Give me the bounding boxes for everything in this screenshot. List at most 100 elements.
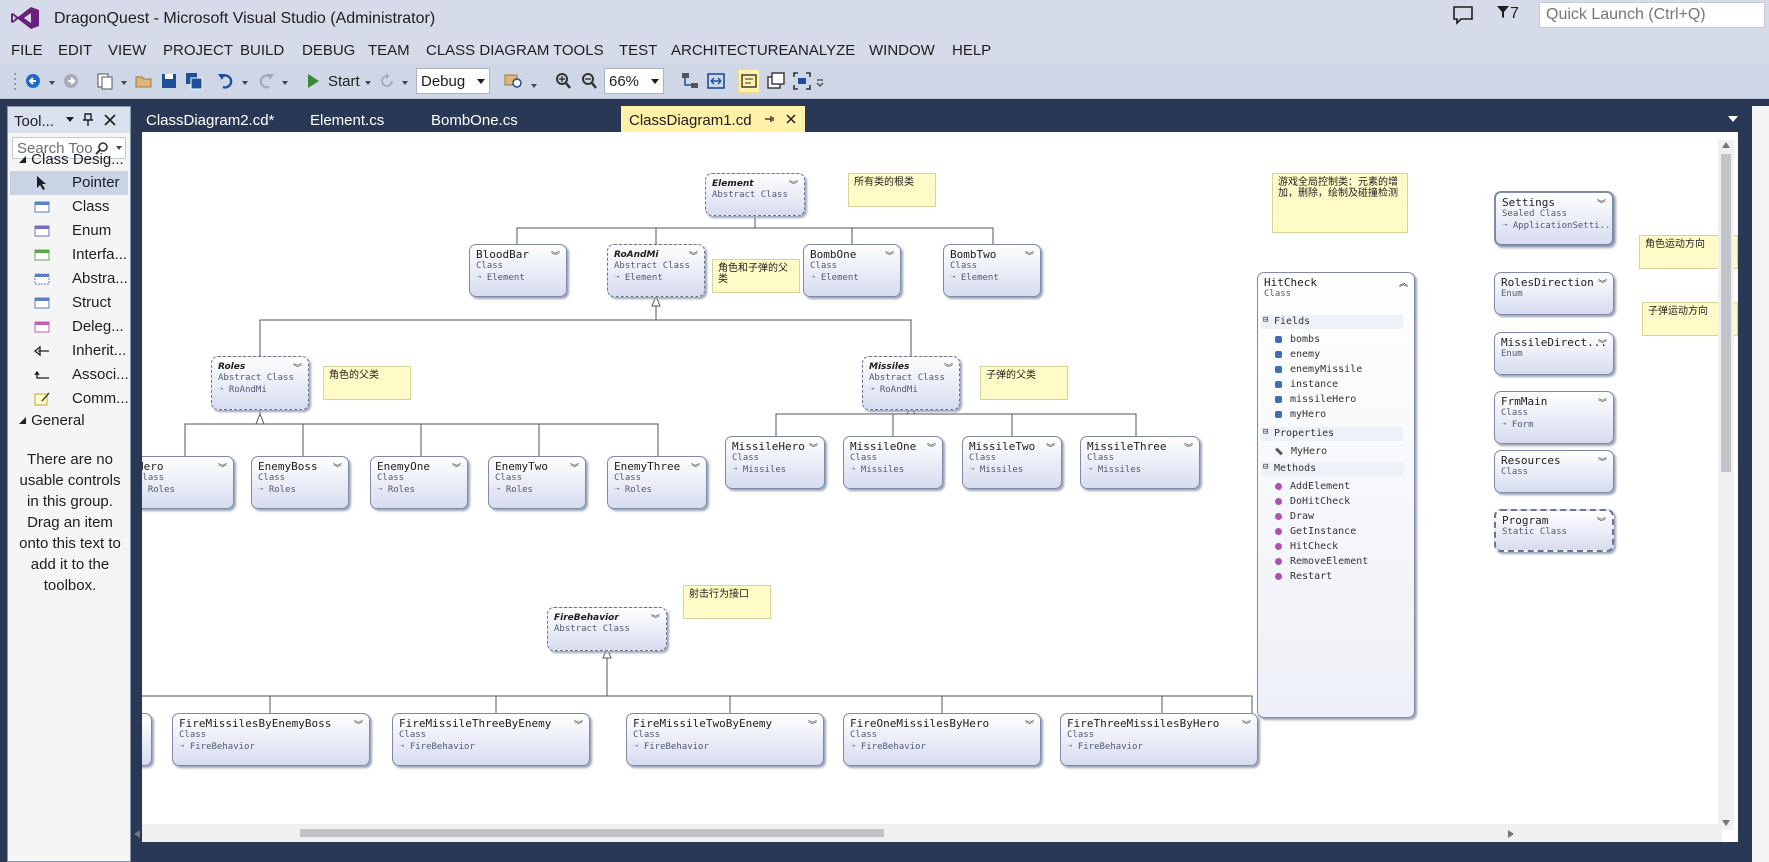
adjust-shapes-width-icon[interactable]: [706, 71, 726, 91]
class-shape-firebehavior[interactable]: FireBehavior ︾ Abstract Class: [547, 607, 667, 651]
class-shape-missileone[interactable]: MissileOne ︾ Class ➝ Missiles: [843, 436, 943, 489]
member-row[interactable]: missileHero: [1275, 394, 1356, 405]
enum-shape-missiledirection[interactable]: MissileDirect... ︾ Enum: [1494, 332, 1614, 375]
member-row[interactable]: enemy: [1275, 349, 1320, 360]
member-row[interactable]: GetInstance: [1275, 526, 1356, 537]
member-row[interactable]: Restart: [1275, 571, 1332, 582]
new-project-dropdown-icon[interactable]: [121, 81, 127, 85]
expand-chevron-icon[interactable]: ︾: [332, 464, 342, 474]
class-shape-frmmain[interactable]: FrmMain ︾ Class ➝ Form: [1494, 391, 1614, 444]
menu-class-diagram[interactable]: CLASS DIAGRAM: [426, 42, 550, 59]
member-row[interactable]: Draw: [1275, 511, 1314, 522]
collapse-minus-icon[interactable]: ⊟: [1263, 462, 1269, 472]
horizontal-scrollbar[interactable]: [134, 824, 1722, 842]
expand-chevron-icon[interactable]: ︾: [926, 444, 936, 454]
tab-element-cs[interactable]: Element.cs: [302, 106, 392, 132]
class-shape-missilethree[interactable]: MissileThree ︾ Class ➝ Missiles: [1080, 436, 1200, 489]
compartment-fields[interactable]: ⊟Fields: [1261, 315, 1403, 329]
open-file-icon[interactable]: [135, 71, 153, 91]
layout-diagram-icon[interactable]: [680, 71, 700, 91]
class-diagram-canvas[interactable]: 所有类的根类 角色和子弹的父类 角色的父类 子弹的父类 射击行为接口 游戏全局控…: [142, 132, 1738, 842]
toolbox-search-input[interactable]: Search Too: [12, 137, 126, 159]
expand-chevron-icon[interactable]: ︾: [1024, 252, 1034, 262]
note-role-missile-parent[interactable]: 角色和子弹的父类: [712, 259, 800, 293]
vertical-scroll-thumb[interactable]: [1721, 154, 1731, 472]
start-button-label[interactable]: Start: [328, 73, 360, 90]
horizontal-scroll-thumb[interactable]: [300, 829, 884, 837]
expand-chevron-icon[interactable]: ︾: [884, 252, 894, 262]
member-row[interactable]: DoHitCheck: [1275, 496, 1350, 507]
expand-chevron-icon[interactable]: ︾: [451, 464, 461, 474]
refresh-dropdown-icon[interactable]: [402, 81, 408, 85]
expand-chevron-icon[interactable]: ︾: [1597, 399, 1607, 409]
toolbox-menu-arrow-icon[interactable]: [66, 117, 74, 123]
expand-chevron-icon[interactable]: ︾: [1183, 444, 1193, 454]
menu-view[interactable]: VIEW: [108, 42, 147, 59]
toolbox-item-association[interactable]: Associ...: [10, 363, 129, 387]
compartment-methods[interactable]: ⊟Methods: [1261, 462, 1403, 476]
member-row[interactable]: bombs: [1275, 334, 1320, 345]
class-shape-enemytwo[interactable]: EnemyTwo ︾ Class ➝ Roles: [488, 456, 586, 509]
class-shape-firemissilethreebyenemy[interactable]: FireMissileThreeByEnemy ︾ Class ➝ FireBe…: [392, 713, 590, 766]
toolbox-item-inheritance[interactable]: Inherit...: [10, 339, 128, 363]
zoom-level-select[interactable]: 66%: [604, 68, 664, 94]
note-role-parent[interactable]: 角色的父类: [323, 366, 411, 400]
start-debugging-icon[interactable]: [305, 71, 321, 91]
enum-shape-rolesdirection[interactable]: RolesDirection ︾ Enum: [1494, 272, 1614, 315]
zoom-out-icon[interactable]: [580, 71, 598, 91]
toolbox-item-struct[interactable]: Struct: [10, 291, 128, 315]
toolbox-item-abstract-class[interactable]: Abstra...: [10, 267, 128, 291]
scroll-right-arrow-icon[interactable]: [1508, 830, 1514, 838]
class-shape-missilehero[interactable]: MissileHero ︾ Class ➝ Missiles: [725, 436, 825, 489]
expand-chevron-icon[interactable]: ︾: [1597, 280, 1607, 290]
notification-icon[interactable]: [1452, 5, 1474, 25]
expand-chevron-icon[interactable]: ︾: [573, 721, 583, 731]
toolbox-item-pointer[interactable]: Pointer: [10, 171, 128, 195]
menu-edit[interactable]: EDIT: [58, 42, 93, 59]
expand-chevron-icon[interactable]: ︾: [943, 364, 953, 374]
menu-debug[interactable]: DEBUG: [302, 42, 356, 59]
note-fire-interface[interactable]: 射击行为接口: [683, 585, 771, 619]
toolbox-category-general[interactable]: General: [18, 412, 85, 429]
display-type-icon[interactable]: [766, 71, 786, 91]
solution-explorer-panel-edge[interactable]: [1752, 106, 1769, 862]
toolbox-close-icon[interactable]: [104, 114, 116, 126]
expand-chevron-icon[interactable]: ︾: [788, 181, 798, 191]
display-name-toggle-icon[interactable]: [738, 69, 760, 93]
class-shape-missiletwo[interactable]: MissileTwo ︾ Class ➝ Missiles: [962, 436, 1062, 489]
menu-tools[interactable]: TOOLS: [553, 42, 604, 59]
expand-chevron-icon[interactable]: ︾: [807, 721, 817, 731]
save-all-icon[interactable]: [185, 71, 203, 91]
class-shape-roles[interactable]: Roles ︾ Abstract Class ➝ RoAndMi: [211, 356, 309, 410]
undo-dropdown-icon[interactable]: [242, 81, 248, 85]
collapse-chevron-icon[interactable]: ︽: [1398, 279, 1408, 289]
class-shape-bloodbar[interactable]: BloodBar ︾ Class ➝ Element: [469, 244, 567, 297]
class-shape-partial-offscreen[interactable]: [142, 713, 152, 766]
expand-chevron-icon[interactable]: ︾: [650, 615, 660, 625]
collapse-minus-icon[interactable]: ⊟: [1263, 427, 1269, 437]
toolbox-empty-message[interactable]: There are no usable controls in this gro…: [19, 451, 121, 594]
display-full-signature-icon[interactable]: [792, 71, 812, 91]
menu-file[interactable]: FILE: [11, 42, 43, 59]
class-shape-missiles[interactable]: Missiles ︾ Abstract Class ➝ RoAndMi: [862, 356, 960, 410]
class-shape-hero[interactable]: Hero ︾ Class ➝ Roles: [142, 456, 234, 509]
expand-chevron-icon[interactable]: ︾: [808, 444, 818, 454]
note-missile-parent[interactable]: 子弹的父类: [980, 366, 1068, 400]
note-global-control[interactable]: 游戏全局控制类：元素的增加，删除，绘制及碰撞检测: [1272, 173, 1408, 233]
expand-chevron-icon[interactable]: ︾: [569, 464, 579, 474]
class-shape-roandmi[interactable]: RoAndMi ︾ Abstract Class ➝ Element: [607, 244, 705, 297]
expand-chevron-icon[interactable]: ︾: [550, 252, 560, 262]
toolbox-item-delegate[interactable]: Deleg...: [10, 315, 128, 339]
navigate-back-icon[interactable]: [24, 71, 42, 91]
tab-pin-icon[interactable]: [764, 114, 774, 124]
vertical-scrollbar[interactable]: [1718, 140, 1734, 830]
compartment-properties[interactable]: ⊟Properties: [1261, 427, 1403, 441]
expand-chevron-icon[interactable]: ︾: [1597, 340, 1607, 350]
expand-chevron-icon[interactable]: ︾: [1596, 200, 1606, 210]
expand-chevron-icon[interactable]: ︾: [353, 721, 363, 731]
menu-architecture[interactable]: ARCHITECTURE: [671, 42, 789, 59]
find-in-files-icon[interactable]: [504, 71, 524, 91]
save-icon[interactable]: [160, 71, 178, 91]
menu-analyze[interactable]: ANALYZE: [788, 42, 856, 59]
redo-icon[interactable]: [257, 71, 275, 91]
